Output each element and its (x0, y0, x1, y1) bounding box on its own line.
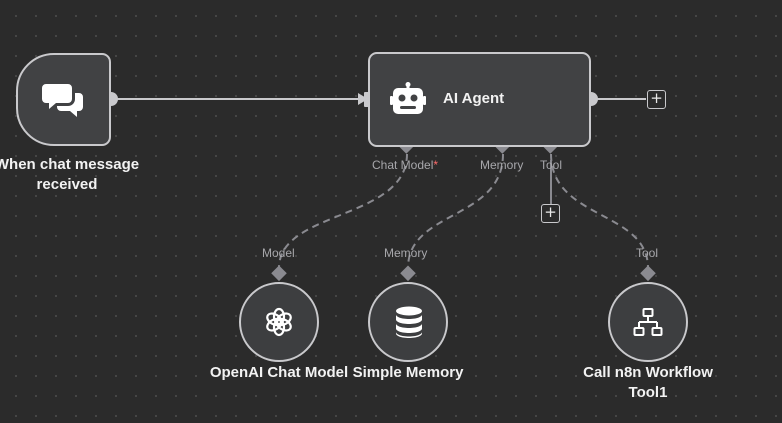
required-mark: * (433, 158, 439, 172)
model-connection[interactable] (278, 153, 408, 269)
memory-connection[interactable] (407, 153, 504, 269)
database-icon (396, 306, 422, 338)
tool-connection[interactable] (550, 153, 649, 269)
ai-agent-node[interactable] (368, 52, 591, 147)
tool-port-label: Tool (540, 158, 563, 172)
robot-icon (390, 82, 426, 114)
tool-input-label: Tool (636, 246, 659, 260)
memory-input-label: Memory (384, 246, 428, 260)
add-output-node-button[interactable]: + (647, 90, 666, 109)
ai-agent-title: AI Agent (443, 90, 505, 107)
call-workflow-tool-node[interactable] (608, 282, 688, 362)
chat-model-port-label: Chat Model* (372, 158, 438, 172)
simple-memory-label: Simple Memory (352, 364, 464, 381)
tool-label-line2: Tool1 (628, 384, 668, 401)
simple-memory-node[interactable] (368, 282, 448, 362)
add-tool-button[interactable]: + (541, 204, 560, 223)
trigger-node[interactable] (16, 53, 111, 146)
chat-model-port-text: Chat Model (372, 158, 434, 172)
memory-port-label: Memory (480, 158, 524, 172)
main-connection-arrow (358, 93, 368, 105)
memory-input-port[interactable] (400, 265, 416, 282)
openai-chat-model-node[interactable] (239, 282, 319, 362)
chat-bubbles-icon (42, 84, 83, 117)
trigger-label-line2: received (36, 176, 98, 193)
model-input-label: Model (262, 246, 295, 260)
openai-label: OpenAI Chat Model (209, 364, 349, 381)
openai-input-port[interactable] (271, 265, 287, 282)
trigger-label-line1: When chat message (0, 156, 140, 173)
tool-input-port[interactable] (640, 265, 656, 282)
openai-icon (266, 307, 292, 337)
network-icon (633, 308, 663, 336)
tool-label-line1: Call n8n Workflow (583, 364, 713, 381)
